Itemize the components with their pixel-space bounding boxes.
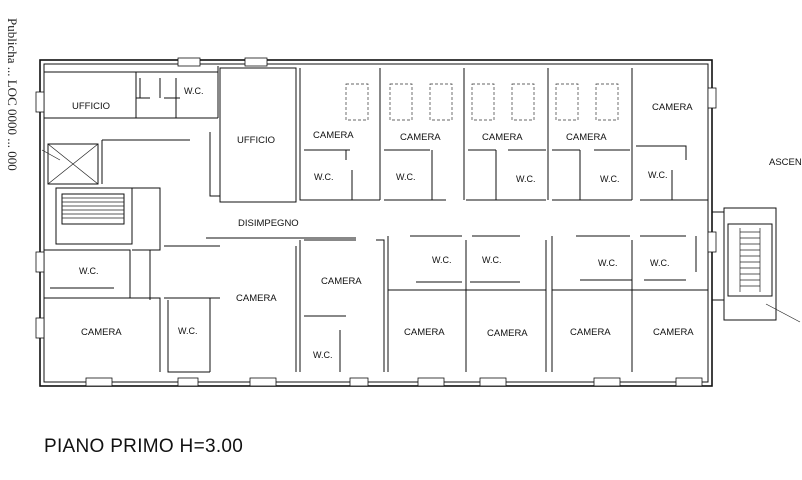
outer-wall: [39, 59, 713, 387]
room-wc-left: W.C.: [79, 266, 99, 276]
room-camera-5: CAMERA: [652, 102, 693, 113]
room-wc-1: W.C.: [314, 172, 334, 182]
room-camera-b2: CAMERA: [487, 328, 528, 339]
room-ufficio-2: UFFICIO: [237, 135, 275, 146]
room-camera-b3: CAMERA: [570, 327, 611, 338]
room-wc-b3: W.C.: [598, 258, 618, 268]
room-camera-mid: CAMERA: [236, 293, 277, 304]
room-camera-3: CAMERA: [482, 132, 523, 143]
room-wc-3: W.C.: [516, 174, 536, 184]
room-wc-5: W.C.: [648, 170, 668, 180]
room-ascensore: ASCEN: [769, 157, 802, 168]
stair-treads-right: [739, 228, 761, 292]
floor-title: PIANO PRIMO H=3.00: [44, 436, 244, 457]
room-wc-center: W.C.: [313, 350, 333, 360]
room-ufficio-1: UFFICIO: [72, 101, 110, 112]
room-camera-1: CAMERA: [313, 130, 354, 141]
room-wc-b4: W.C.: [650, 258, 670, 268]
outer-wall-inner: [43, 63, 709, 383]
room-camera-2: CAMERA: [400, 132, 441, 143]
room-camera-b1: CAMERA: [404, 327, 445, 338]
room-wc-mid: W.C.: [178, 326, 198, 336]
room-wc-2: W.C.: [396, 172, 416, 182]
room-wc-4: W.C.: [600, 174, 620, 184]
room-wc-b1: W.C.: [432, 255, 452, 265]
room-camera-left: CAMERA: [81, 327, 122, 338]
room-camera-center: CAMERA: [321, 276, 362, 287]
windows: [35, 57, 717, 387]
room-camera-4: CAMERA: [566, 132, 607, 143]
room-wc-top-left: W.C.: [184, 86, 204, 96]
corridor-label: DISIMPEGNO: [238, 218, 299, 229]
room-wc-b2: W.C.: [482, 255, 502, 265]
interior-walls: [41, 66, 801, 373]
room-camera-b4: CAMERA: [653, 327, 694, 338]
stair-treads-left: [62, 197, 124, 219]
